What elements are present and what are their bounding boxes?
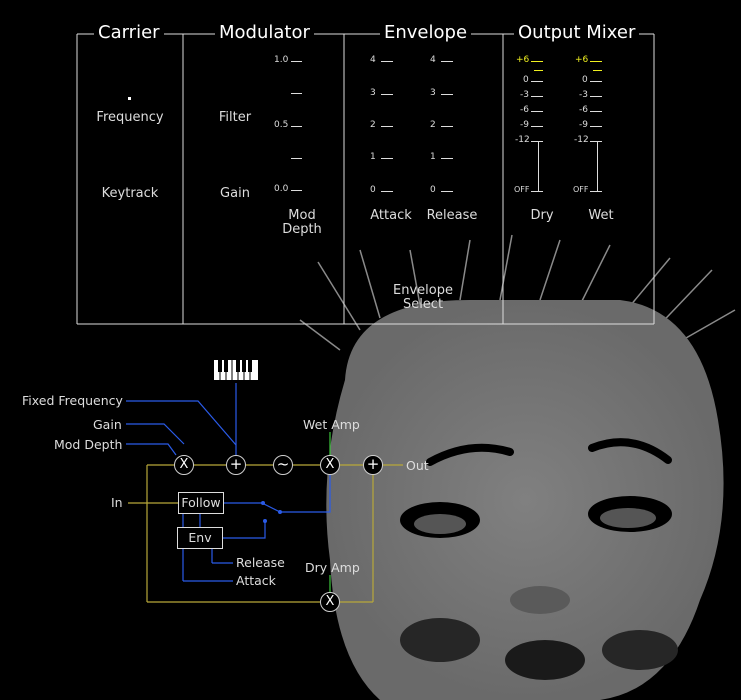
oscillator-node: ~ [273,455,293,475]
attack-tick [381,158,393,159]
dry-tick-label: -6 [520,105,529,115]
multiply-node-wet: X [320,455,340,475]
dry-tick [531,191,543,192]
release-tick [441,94,453,95]
gain-input-label: Gain [93,417,122,432]
release-tick-label: 3 [430,88,436,98]
env-block: Env [177,527,223,549]
dry-tick-label: +6 [516,55,530,65]
mod-depth-tick [291,158,302,159]
wet-tick-label: +6 [575,55,589,65]
dry-tick [531,141,543,142]
attack-tick-label: 2 [370,120,376,130]
wet-tick [590,111,602,112]
wet-label: Wet [588,208,614,223]
frequency-label: Frequency [96,110,164,125]
wet-tick-label: OFF [573,185,589,194]
attack-tick [381,126,393,127]
dry-tick-label: OFF [514,185,530,194]
release-label: Release [426,208,478,223]
keyboard-icon [214,360,258,380]
attack-tick [381,94,393,95]
dry-tick [531,111,543,112]
fixed-frequency-label: Fixed Frequency [22,393,123,408]
dry-tick [531,61,543,62]
wet-tick [590,61,602,62]
release-tick [441,126,453,127]
dry-tick [531,96,543,97]
mod-depth-tick-label: 0.5 [274,120,289,130]
mod-depth-label: Mod Depth [282,208,322,237]
mod-depth-tick [291,61,302,62]
dry-amp-label: Dry Amp [305,560,360,575]
release-tick [441,158,453,159]
dry-tick [531,81,543,82]
release-tick-label: 1 [430,152,436,162]
dry-tick-label: -12 [515,135,530,145]
envelope-select-button[interactable]: Envelope Select [393,283,453,312]
release-tick-label: 0 [430,185,436,195]
wet-tick [590,126,602,127]
multiply-node-dry: X [320,592,340,612]
carrier-section-title: Carrier [94,22,164,43]
attack-label: Attack [370,208,412,223]
release-tick [441,191,453,192]
output-mixer-section-title: Output Mixer [514,22,640,43]
attack-tick [381,61,393,62]
attack-tick-label: 4 [370,55,376,65]
wet-tick-label: -3 [579,90,588,100]
dry-tick [534,70,543,71]
attack-tick [381,191,393,192]
dry-tick [531,126,543,127]
wet-tick [590,81,602,82]
dry-tick-label: 0 [523,75,529,85]
release-tick-label: 4 [430,55,436,65]
out-label: Out [406,458,429,473]
mod-depth-tick-label: 1.0 [274,55,289,65]
filter-button[interactable]: Filter [218,110,252,125]
wet-tick [590,141,602,142]
wet-tick [590,191,602,192]
wet-tick [590,96,602,97]
frequency-knob[interactable] [128,97,131,100]
wet-amp-label: Wet Amp [303,417,360,432]
dry-label: Dry [530,208,554,223]
wet-tick-label: -9 [579,120,588,130]
mod-depth-input-label: Mod Depth [54,437,123,452]
attack-tick-label: 3 [370,88,376,98]
keytrack-button[interactable]: Keytrack [101,186,159,201]
add-node-out: + [363,455,383,475]
attack-tick-label: 0 [370,185,376,195]
mod-depth-tick-label: 0.0 [274,184,289,194]
release-tick-label: 2 [430,120,436,130]
dry-fader-track [538,141,539,191]
dry-tick-label: -3 [520,90,529,100]
multiply-node-mod: X [174,455,194,475]
dry-tick-label: -9 [520,120,529,130]
wet-tick-label: -12 [574,135,589,145]
modulator-section-title: Modulator [215,22,314,43]
gain-button[interactable]: Gain [220,186,250,201]
mod-depth-tick [291,93,302,94]
wet-tick-label: -6 [579,105,588,115]
mod-depth-tick [291,126,302,127]
envelope-section-title: Envelope [380,22,472,43]
attack-path-label: Attack [236,573,276,588]
in-label: In [111,495,123,510]
follow-block: Follow [178,492,224,514]
wet-tick-label: 0 [582,75,588,85]
release-path-label: Release [236,555,285,570]
wet-tick [593,70,602,71]
attack-tick-label: 1 [370,152,376,162]
add-node-freq: + [226,455,246,475]
release-tick [441,61,453,62]
mod-depth-tick [291,190,302,191]
wet-fader-track [597,141,598,191]
